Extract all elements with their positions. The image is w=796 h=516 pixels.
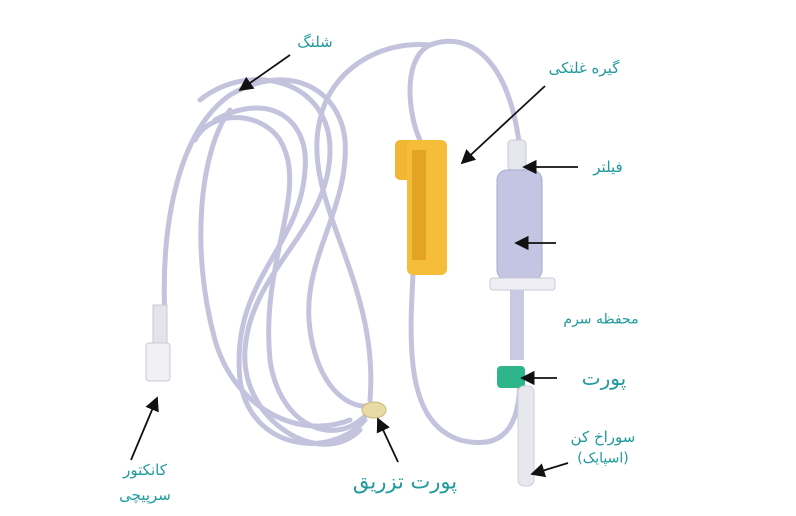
tubing [161, 38, 523, 447]
label-spike-line2: (اسپایک) [577, 450, 629, 467]
injection-port [361, 401, 387, 419]
luer-connector [145, 304, 171, 382]
label-drip-chamber: محفظه سرم [563, 311, 639, 328]
label-tubing: شلنگ [297, 32, 333, 51]
pointer-arrows [130, 54, 578, 478]
roller-clamp [395, 140, 447, 275]
port-connector [497, 366, 535, 487]
label-filter: فیلتر [593, 157, 623, 176]
label-connector-line2: سرپیچی [119, 485, 171, 504]
drip-chamber [489, 139, 556, 360]
label-injection-port: پورت تزریق [352, 469, 458, 494]
label-spike-line1: سوراخ کن [570, 427, 636, 446]
label-connector-line1: کانکتور [123, 460, 167, 479]
label-port: پورت [581, 366, 627, 390]
label-roller-clamp: گیره غلتکی [548, 58, 620, 77]
